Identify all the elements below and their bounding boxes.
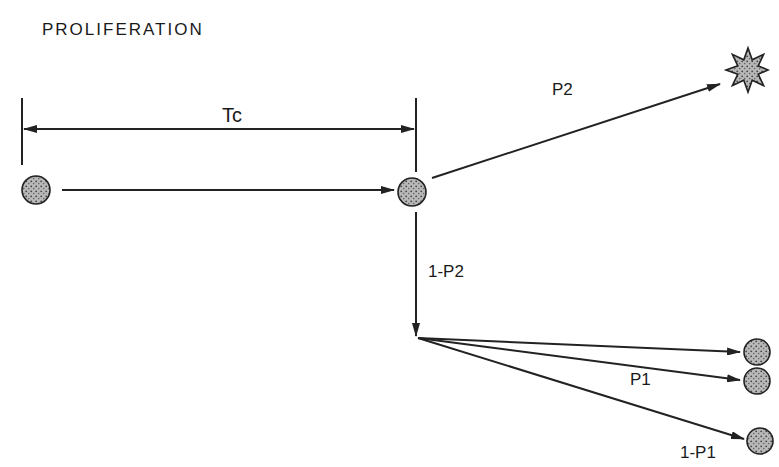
cycle-time-label: Tc [222, 104, 242, 127]
progress-arrow [62, 189, 394, 191]
cell [747, 428, 773, 454]
cell [744, 339, 770, 365]
death-arrow [432, 84, 720, 178]
probability-label: P2 [552, 80, 573, 100]
cycle-time-arrow [24, 128, 414, 130]
probability-label: 1-P2 [428, 262, 464, 282]
probability-label: 1-P1 [680, 443, 716, 463]
probability-label: P1 [630, 370, 651, 390]
diagram-title: PROLIFERATION [42, 20, 204, 40]
tick-line [415, 98, 417, 172]
dead-cell [726, 48, 768, 92]
cell [398, 178, 426, 206]
no-division-arrow [418, 338, 744, 439]
tick-line [21, 98, 23, 165]
division-arrow [418, 338, 740, 380]
cell [22, 176, 50, 204]
survival-arrow [415, 212, 417, 336]
cell [744, 368, 770, 394]
